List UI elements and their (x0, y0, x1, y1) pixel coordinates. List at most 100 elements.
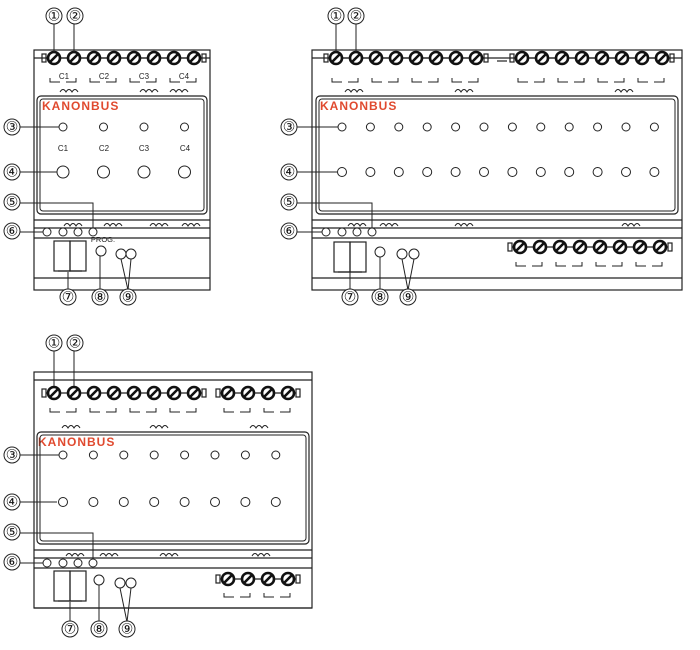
callout-3: ③ (6, 448, 19, 464)
screw-slot (108, 387, 120, 399)
dev12-status-led (593, 122, 603, 132)
dev8-top-term-right-screw (260, 385, 276, 401)
dev8-aux-led-1 (114, 577, 126, 589)
dev12-bottom-term-screw (632, 239, 648, 255)
screw-slot (222, 573, 234, 585)
dev12-top-left-bracket-left (371, 78, 382, 83)
dev8-top-left-bracket-right (106, 408, 117, 413)
dev8-manual-button (149, 497, 160, 507)
dev4-top-term-screw (106, 50, 122, 66)
dev4-prog-button (95, 245, 107, 257)
callout-5: ⑤ (283, 195, 296, 211)
dev8-top-vent (249, 425, 269, 429)
callout-6: ⑥ (283, 224, 296, 240)
callout-1: ① (330, 9, 343, 25)
dev8-bottom-term-screw (240, 571, 256, 587)
channel-label-c4-top: C4 (179, 72, 190, 81)
dev4-manual-button (97, 165, 110, 179)
screw-slot (188, 52, 200, 64)
dev12-top-term-left-screw (328, 50, 344, 66)
dev8-manual-button (88, 497, 99, 507)
callout-1-circle (45, 334, 63, 352)
dev8-bottom-bracket-left (223, 593, 234, 598)
dev4-prog-led (88, 227, 98, 237)
screw-slot (282, 573, 294, 585)
callout-1: ① (48, 9, 61, 25)
callout-2: ② (69, 336, 82, 352)
callout-8-circle (90, 620, 108, 638)
dev12-top-left-bracket-right (348, 78, 359, 83)
dev12-status-led (507, 122, 517, 132)
dev12-bottom-term-screw (532, 239, 548, 255)
dev12-top-vent (344, 89, 364, 93)
callout-3-circle (3, 118, 21, 136)
dev4-top-term-screw (186, 50, 202, 66)
screw-slot (596, 52, 608, 64)
dev4-front-panel-inner (39, 98, 205, 212)
screw-slot (188, 387, 200, 399)
dev4-top-bracket-left (89, 78, 100, 83)
dev4-bottom-vent (103, 223, 123, 227)
callout-8: ⑧ (94, 290, 107, 306)
dev12-top-term-right-screw (634, 50, 650, 66)
screw-slot (516, 52, 528, 64)
callout-5-circle (3, 193, 21, 211)
dev12-status-led (536, 122, 546, 132)
dev12-prog-button (374, 246, 386, 258)
callout-4: ④ (6, 495, 19, 511)
screw-slot (68, 387, 80, 399)
dev4-top-vent (139, 89, 159, 93)
screw-slot (242, 573, 254, 585)
dev12-bottom-bracket-right (572, 262, 583, 267)
dev12-top-term-left-screw (348, 50, 364, 66)
dev12-bottom-bracket-right (532, 262, 543, 267)
dev12-status-led (621, 122, 631, 132)
dev4-top-term-screw (126, 50, 142, 66)
dev12-bottom-vent (347, 223, 367, 227)
dev4-status-led (180, 122, 189, 132)
dev12-top-left-bracket-right (468, 78, 479, 83)
dev12-top-left-bracket-left (411, 78, 422, 83)
dev8-status-led (88, 450, 98, 460)
screw-slot (262, 573, 274, 585)
dev4-manual-button (178, 165, 191, 179)
dev8-aux-led-2 (125, 577, 137, 589)
dev12-bottom-term-screw (552, 239, 568, 255)
dev4-manual-button (137, 165, 151, 179)
dev8-bottom-vent (251, 553, 271, 557)
dev12-status-led (451, 122, 461, 132)
dev12-top-left-bracket-left (451, 78, 462, 83)
dev12-bottom-bracket-left (515, 262, 526, 267)
dev8-manual-button (58, 497, 68, 507)
screw-slot (108, 52, 120, 64)
callout-6: ⑥ (6, 224, 19, 240)
dev8-top-term-right-rail-end-right (295, 388, 301, 398)
dev4-top-bracket-left (169, 78, 180, 83)
dev12-top-term-left-screw (448, 50, 464, 66)
screw-slot (410, 52, 422, 64)
callout-2-circle (66, 7, 84, 25)
dev8-top-right-bracket-left (223, 408, 234, 413)
callout-5-circle (3, 523, 21, 541)
callout-1-circle (327, 7, 345, 25)
dev8-bottom-term-screw (260, 571, 276, 587)
callout-1-circle (45, 7, 63, 25)
screw-slot (654, 241, 666, 253)
dev8-leader-5 (20, 532, 94, 559)
callout-4-circle (3, 493, 21, 511)
dev12-bus-led (321, 227, 331, 237)
dev8-top-term-left-screw (86, 385, 102, 401)
dev12-top-term-right-screw (654, 50, 670, 66)
dev8-manual-button (210, 497, 220, 507)
dev12-aux-led-1 (396, 248, 408, 260)
callout-7-circle (61, 620, 79, 638)
screw-slot (88, 52, 100, 64)
dev8-top-right-bracket-right (280, 408, 291, 413)
screw-slot (350, 52, 362, 64)
dev8-top-term-right-screw (280, 385, 296, 401)
dev12-top-term-left-screw (388, 50, 404, 66)
dev4-top-bracket-left (49, 78, 60, 83)
dev4-bus-connector-black (53, 240, 71, 272)
dev4-bottom-vent (63, 223, 83, 227)
dev8-bottom-vent (99, 553, 119, 557)
